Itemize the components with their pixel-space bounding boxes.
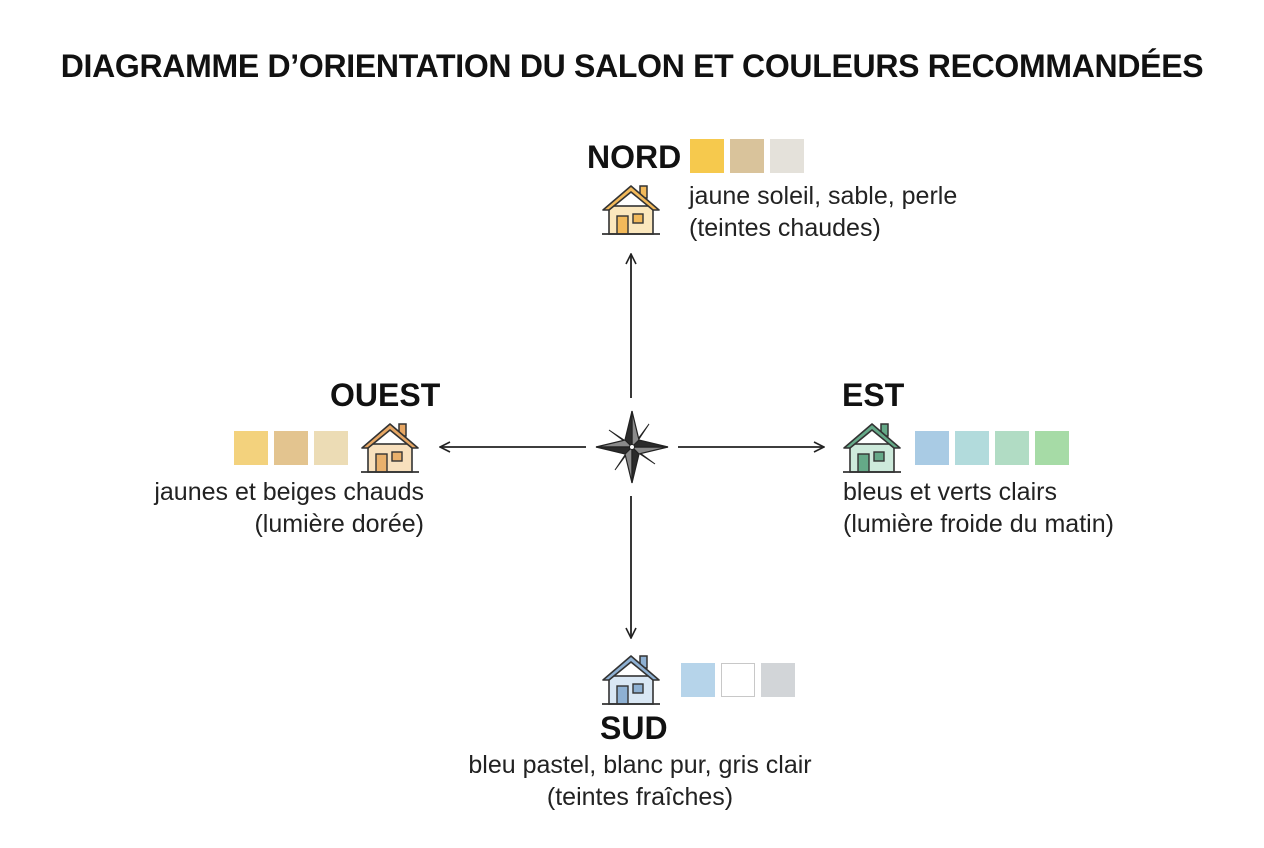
swatch-est-4: [1035, 431, 1069, 465]
swatch-sud-1: [681, 663, 715, 697]
desc-nord-line2: (teintes chaudes): [689, 214, 881, 242]
swatch-sud-3: [761, 663, 795, 697]
swatch-est-1: [915, 431, 949, 465]
house-icon-ouest: [359, 418, 421, 485]
swatch-est-2: [955, 431, 989, 465]
swatch-ouest-2: [274, 431, 308, 465]
house-icon-est: [841, 418, 903, 485]
desc-ouest-line1: jaunes et beiges chauds: [154, 478, 424, 506]
label-ouest: OUEST: [330, 377, 441, 413]
label-est: EST: [842, 377, 905, 413]
desc-sud-line1: bleu pastel, blanc pur, gris clair: [468, 751, 812, 779]
desc-sud-line2: (teintes fraîches): [546, 783, 734, 811]
swatch-est-3: [995, 431, 1029, 465]
swatch-sud-2: [721, 663, 755, 697]
desc-est-line2: (lumière froide du matin): [843, 510, 1114, 538]
swatch-nord-2: [730, 139, 764, 173]
house-icon-sud: [600, 650, 662, 717]
swatch-ouest-3: [314, 431, 348, 465]
desc-nord-line1: jaune soleil, sable, perle: [689, 182, 958, 210]
desc-ouest-line2: (lumière dorée): [254, 510, 424, 538]
desc-est-line1: bleus et verts clairs: [843, 478, 1057, 506]
label-sud: SUD: [600, 710, 668, 746]
house-icon-nord: [600, 180, 662, 247]
swatch-nord-1: [690, 139, 724, 173]
swatch-nord-3: [770, 139, 804, 173]
label-nord: NORD: [587, 139, 682, 175]
diagram-title: DIAGRAMME D’ORIENTATION DU SALON ET COUL…: [60, 48, 1204, 84]
compass-rose-icon: [595, 410, 669, 484]
swatch-ouest-1: [234, 431, 268, 465]
